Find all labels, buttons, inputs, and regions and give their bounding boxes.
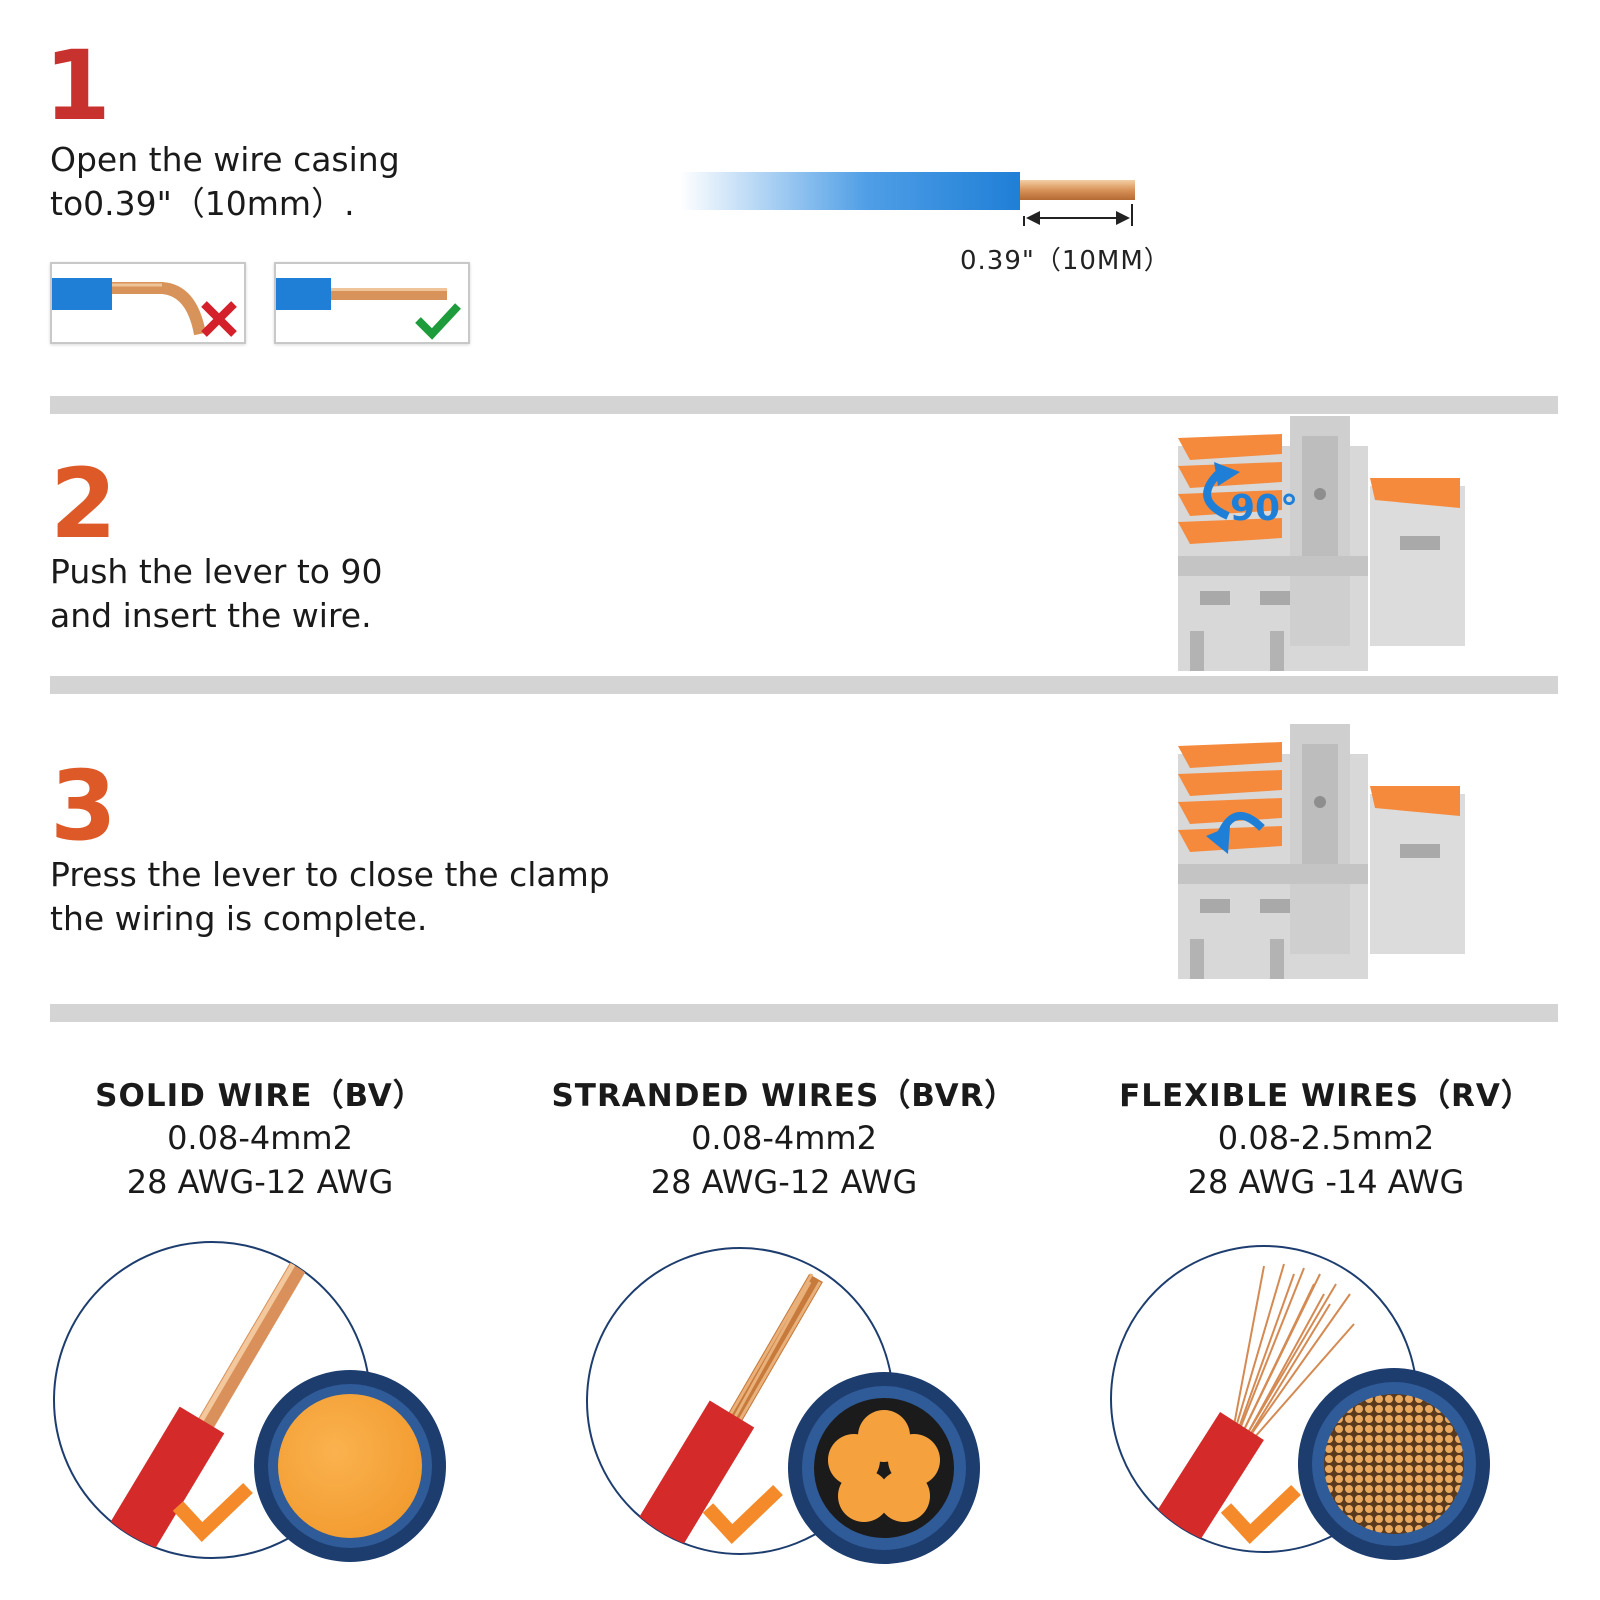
wire-spec-awg: 28 AWG-12 AWG — [126, 1163, 394, 1201]
angle-label: 90° — [1230, 488, 1298, 529]
connector-closed-lever-illustration — [1178, 724, 1465, 979]
wire-spec-awg: 28 AWG -14 AWG — [1187, 1163, 1465, 1201]
step-3-number: 3 — [50, 750, 117, 862]
flexible-wire-icon — [1110, 1245, 1490, 1560]
stripped-wire-illustration — [680, 172, 1135, 226]
step-1-number: 1 — [44, 30, 111, 142]
step-3-text-line2: the wiring is complete. — [50, 899, 428, 938]
wire-spec-awg: 28 AWG-12 AWG — [650, 1163, 918, 1201]
wire-type-title-solid: SOLID WIRE（BV） — [95, 1078, 425, 1114]
straight-wire-icon — [276, 278, 447, 310]
wire-type-title-stranded: STRANDED WIRES（BVR） — [551, 1078, 1017, 1114]
divider-1 — [50, 396, 1558, 414]
cross-icon — [201, 301, 237, 337]
step-1-text-line2: to0.39"（10mm）. — [50, 184, 355, 223]
bad-strip-example — [50, 262, 246, 344]
wire-type-spec-solid: 0.08-4mm2 28 AWG-12 AWG — [10, 1116, 510, 1204]
wire-type-title-flexible: FLEXIBLE WIRES（RV） — [1119, 1078, 1533, 1114]
divider-3 — [50, 1004, 1558, 1022]
stranded-wire-icon — [586, 1247, 980, 1564]
good-strip-example — [274, 262, 470, 344]
step-2-number: 2 — [50, 448, 117, 560]
wire-spec-mm2: 0.08-4mm2 — [691, 1119, 877, 1157]
wire-spec-mm2: 0.08-4mm2 — [167, 1119, 353, 1157]
step-1-text-line1: Open the wire casing — [50, 140, 400, 179]
step-2-text-line2: and insert the wire. — [50, 596, 372, 635]
strip-length-label: 0.39"（10MM） — [960, 246, 1171, 276]
wire-type-spec-stranded: 0.08-4mm2 28 AWG-12 AWG — [534, 1116, 1034, 1204]
solid-wire-icon — [53, 1241, 446, 1562]
wire-spec-mm2: 0.08-2.5mm2 — [1217, 1119, 1435, 1157]
step-3-text-line1: Press the lever to close the clamp — [50, 855, 610, 894]
divider-2 — [50, 676, 1558, 694]
step-2-text-line1: Push the lever to 90 — [50, 552, 383, 591]
wire-type-spec-flexible: 0.08-2.5mm2 28 AWG -14 AWG — [1076, 1116, 1576, 1204]
connector-open-lever-illustration: 90° — [1178, 416, 1465, 671]
check-icon — [415, 303, 461, 340]
bent-wire-icon — [52, 278, 206, 336]
